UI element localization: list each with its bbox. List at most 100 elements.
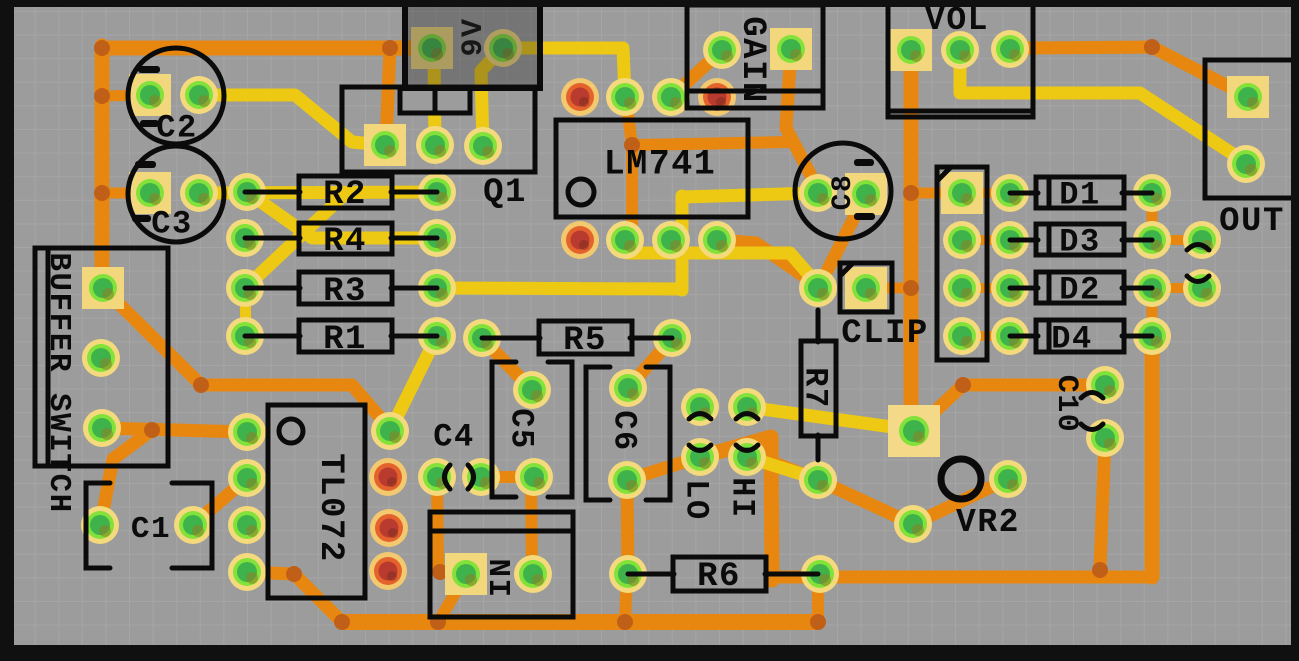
solder-pad[interactable]: [989, 460, 1027, 498]
solder-pad[interactable]: [894, 505, 932, 543]
solder-pad-square[interactable]: [129, 172, 171, 214]
trace-orange-5[interactable]: [96, 281, 397, 436]
solder-pad-square[interactable]: [364, 124, 406, 166]
component-outline-header4-body[interactable]: [934, 164, 990, 363]
solder-pad-square[interactable]: [890, 29, 932, 71]
component-label-clip[interactable]: CLIP: [841, 315, 929, 353]
component-label-tl072[interactable]: TL072: [311, 453, 349, 563]
component-label-r2[interactable]: R2: [323, 176, 367, 214]
solder-pad[interactable]: [728, 388, 766, 426]
component-label-d3[interactable]: D3: [1059, 224, 1100, 261]
solder-pad[interactable]: [81, 506, 119, 544]
solder-pad-square[interactable]: [845, 173, 887, 215]
solder-pad[interactable]: [799, 461, 837, 499]
component-label-vr2[interactable]: VR2: [956, 504, 1020, 541]
component-label-r4[interactable]: R4: [323, 223, 367, 261]
component-label-lm741[interactable]: LM741: [604, 145, 717, 185]
component-outline-c3-can[interactable]: [125, 143, 227, 245]
solder-pad[interactable]: [228, 459, 266, 497]
component-label-r5[interactable]: R5: [563, 322, 607, 360]
component-outline-c5-bracket-right[interactable]: [545, 359, 575, 500]
component-outline-r2-body[interactable]: [296, 173, 395, 211]
component-label-buffer-switch[interactable]: BUFFER SWITCH: [41, 252, 76, 513]
solder-pad[interactable]: [416, 126, 454, 164]
solder-pad-square[interactable]: [445, 553, 487, 595]
component-outline-vol-body[interactable]: [885, 0, 1036, 120]
component-label-q1[interactable]: Q1: [483, 174, 527, 212]
component-outline-r6-body[interactable]: [670, 554, 769, 594]
solder-pad[interactable]: [174, 506, 212, 544]
solder-pad[interactable]: [1227, 145, 1265, 183]
component-label-in[interactable]: IN: [485, 557, 520, 597]
component-outline-buffer-switch-body[interactable]: [32, 245, 171, 469]
component-outline-r3-body[interactable]: [296, 269, 395, 307]
component-outline-c1-bracket-left[interactable]: [83, 480, 113, 571]
trace-orange-15[interactable]: [692, 429, 780, 588]
component-outline-c1-bracket-right[interactable]: [169, 480, 215, 571]
solder-pad[interactable]: [681, 388, 719, 426]
solder-pad-square[interactable]: [82, 267, 124, 309]
trace-yellow-15[interactable]: [740, 400, 921, 437]
solder-pad[interactable]: [606, 78, 644, 116]
component-outline-lm741-pin1-mark[interactable]: [565, 176, 597, 208]
solder-pad-square[interactable]: [1227, 76, 1269, 118]
component-label-hi[interactable]: HI: [723, 477, 760, 518]
solder-pad[interactable]: [652, 221, 690, 259]
component-label-r6[interactable]: R6: [697, 558, 741, 596]
component-label-c10[interactable]: C10: [1049, 375, 1083, 434]
solder-pad[interactable]: [513, 371, 551, 409]
solder-pad[interactable]: [943, 269, 981, 307]
trace-orange-7[interactable]: [94, 423, 159, 529]
solder-pad[interactable]: [703, 31, 741, 69]
solder-pad[interactable]: [1133, 269, 1171, 307]
solder-pad[interactable]: [943, 317, 981, 355]
component-label-c5[interactable]: C5: [502, 408, 539, 449]
trace-orange-6[interactable]: [95, 421, 254, 439]
component-label-r7[interactable]: R7: [796, 367, 833, 408]
solder-pad[interactable]: [83, 409, 121, 447]
trace-orange-38[interactable]: [626, 136, 794, 151]
solder-pad-unconnected[interactable]: [561, 221, 599, 259]
solder-pad[interactable]: [681, 438, 719, 476]
solder-pad[interactable]: [609, 369, 647, 407]
solder-pad[interactable]: [180, 76, 218, 114]
solder-pad[interactable]: [799, 174, 837, 212]
component-outline-d2-body[interactable]: [1033, 269, 1127, 306]
solder-pad[interactable]: [606, 221, 644, 259]
component-label-r3[interactable]: R3: [323, 273, 367, 311]
solder-pad[interactable]: [652, 78, 690, 116]
component-outline-c6-bracket-left[interactable]: [583, 364, 613, 503]
component-outline-r5-body[interactable]: [536, 318, 635, 357]
solder-pad[interactable]: [698, 221, 736, 259]
component-label-c4[interactable]: C4: [433, 419, 474, 456]
component-outline-r7-body[interactable]: [798, 338, 839, 439]
solder-pad[interactable]: [228, 413, 266, 451]
component-outline-tl072-pin1-mark[interactable]: [276, 416, 306, 446]
component-outline-c6-bracket-right[interactable]: [643, 364, 673, 503]
solder-pad[interactable]: [991, 30, 1029, 68]
component-label-d1[interactable]: D1: [1059, 177, 1100, 214]
solder-pad-square[interactable]: [411, 27, 453, 69]
component-outline-tl072-body[interactable]: [265, 402, 368, 601]
component-outline-d3-body[interactable]: [1033, 221, 1127, 258]
component-outline-r1-body[interactable]: [296, 317, 395, 355]
trace-yellow-14[interactable]: [953, 43, 1252, 169]
solder-pad[interactable]: [941, 31, 979, 69]
component-label-c6[interactable]: C6: [605, 410, 642, 451]
solder-pad[interactable]: [180, 174, 218, 212]
component-label-r1[interactable]: R1: [323, 321, 367, 359]
component-label-vol[interactable]: VOL: [925, 2, 989, 39]
solder-pad-unconnected[interactable]: [561, 78, 599, 116]
component-label-c3[interactable]: C3: [151, 206, 192, 243]
solder-pad-square[interactable]: [941, 172, 983, 214]
solder-pad[interactable]: [464, 127, 502, 165]
component-label-out[interactable]: OUT: [1219, 203, 1285, 241]
component-outline-nine-v-body[interactable]: [402, 0, 543, 91]
component-outline-vr2-ring[interactable]: [937, 455, 985, 503]
solder-pad[interactable]: [514, 555, 552, 593]
component-outline-d1-body[interactable]: [1033, 174, 1127, 211]
solder-pad[interactable]: [608, 461, 646, 499]
solder-pad-square[interactable]: [770, 28, 812, 70]
component-outline-d4-body[interactable]: [1033, 317, 1127, 355]
